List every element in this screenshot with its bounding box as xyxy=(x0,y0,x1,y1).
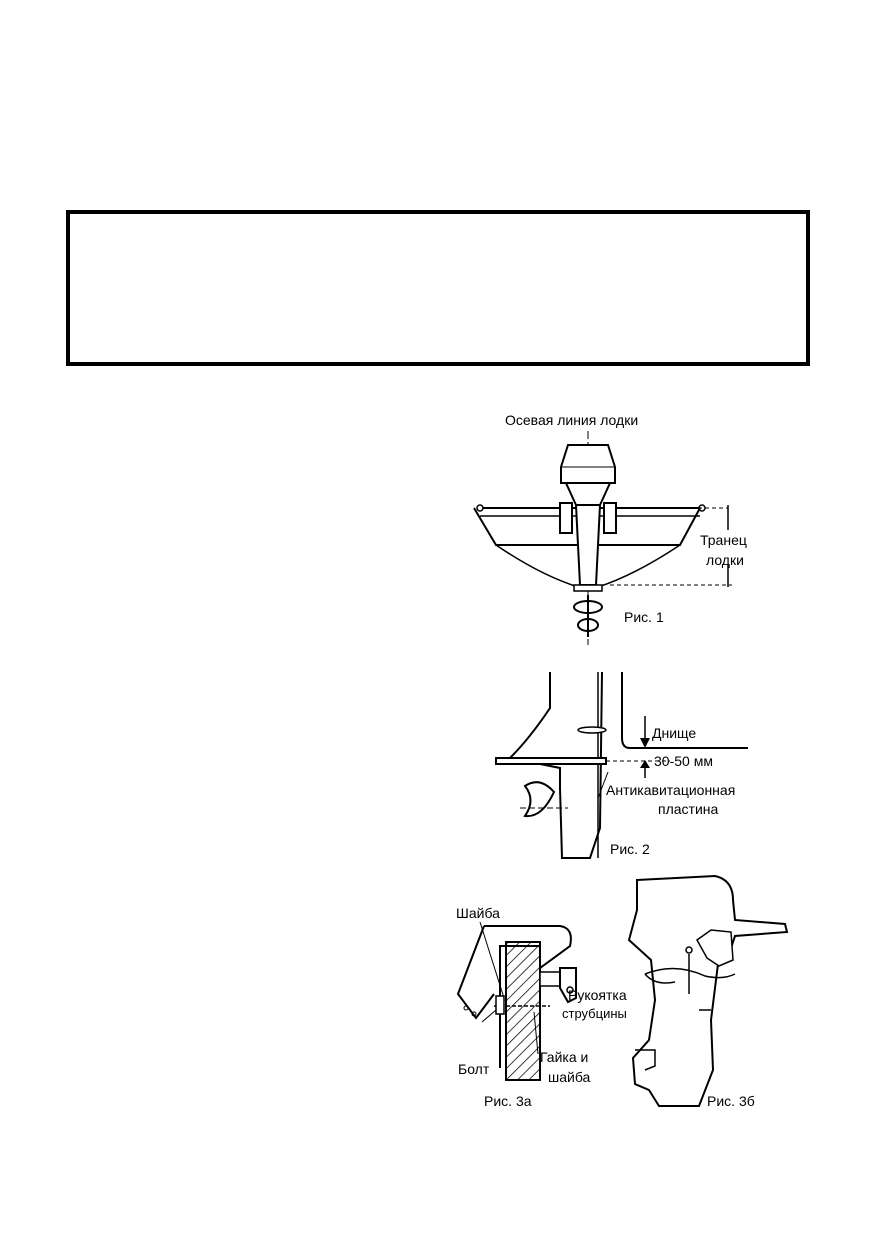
figure-3a-caption: Рис. 3а xyxy=(484,1093,532,1109)
figure-2-drawing: Днище 30-50 мм Антикавитационная пластин… xyxy=(495,671,748,859)
transom-label-line2: лодки xyxy=(706,552,744,568)
nut-washer-label-line2: шайба xyxy=(548,1069,591,1085)
transom-label-line1: Транец xyxy=(700,532,747,548)
nut-washer-label-line1: Гайка и xyxy=(540,1049,588,1065)
figure-1-caption: Рис. 1 xyxy=(624,609,664,625)
figure-3a: Шайба Рукоятка струбцины Болт Гайка и ша… xyxy=(450,898,650,1113)
figure-3a-drawing: Шайба Рукоятка струбцины Болт Гайка и ша… xyxy=(456,905,627,1109)
figure-1: Осевая линия лодки Транец лодки Рис. 1 xyxy=(460,405,770,650)
clamp-handle-label-line2: струбцины xyxy=(562,1006,627,1021)
clamp-handle-label-line1: Рукоятка xyxy=(568,987,627,1003)
washer-label: Шайба xyxy=(456,905,500,921)
bottom-label: Днище xyxy=(652,725,696,741)
bolt-label: Болт xyxy=(458,1061,490,1077)
figure-2-caption: Рис. 2 xyxy=(610,841,650,857)
anti-cavitation-label-line1: Антикавитационная xyxy=(606,782,735,798)
figure-3b-caption: Рис. 3б xyxy=(707,1093,755,1109)
figure-3b: Рис. 3б xyxy=(615,870,795,1115)
figure-1-drawing: Осевая линия лодки Транец лодки Рис. 1 xyxy=(473,412,747,645)
figure-3b-drawing: Рис. 3б xyxy=(627,874,789,1109)
figure-2: Днище 30-50 мм Антикавитационная пластин… xyxy=(490,668,780,868)
anti-cavitation-label-line2: пластина xyxy=(658,801,719,817)
empty-frame-box xyxy=(66,210,810,366)
gap-dimension-label: 30-50 мм xyxy=(654,753,713,769)
boat-centerline-label: Осевая линия лодки xyxy=(505,412,638,428)
